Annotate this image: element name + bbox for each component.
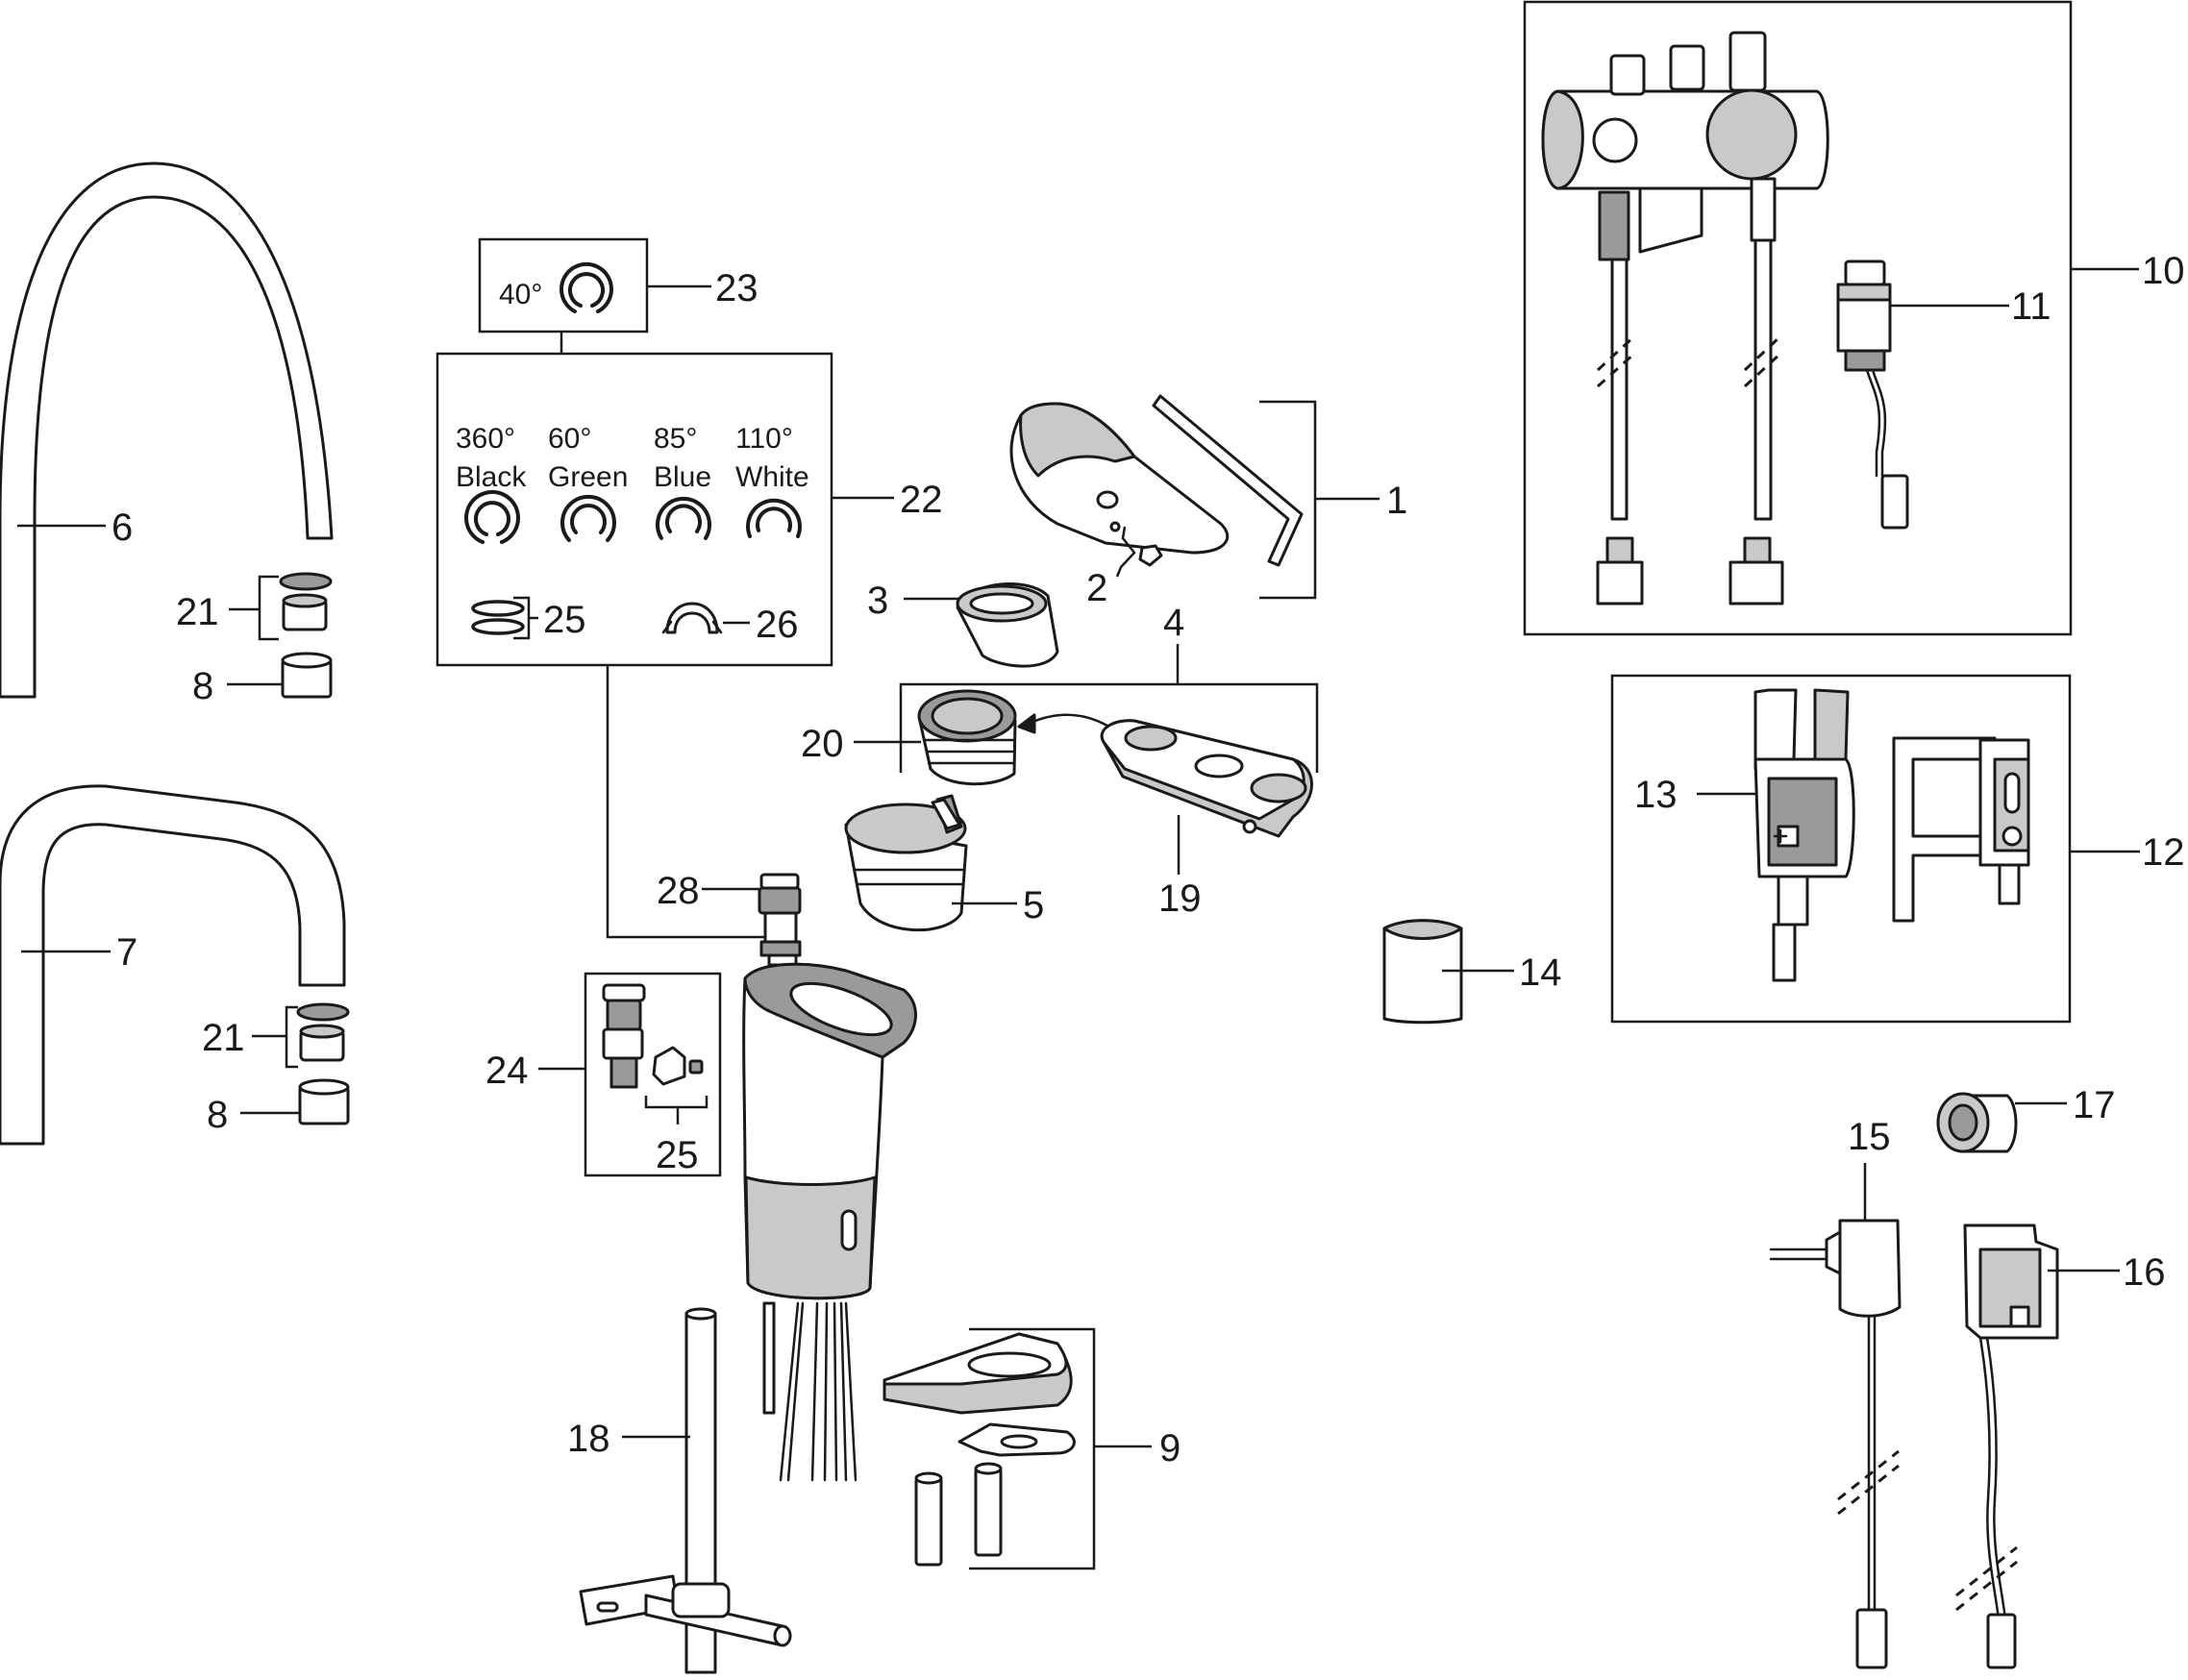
valve-block-10-box <box>1523 0 2073 636</box>
callout-28: 28 <box>657 870 700 912</box>
clip-24 <box>652 1046 704 1086</box>
faucet-body <box>742 962 917 1482</box>
aerator-8-top <box>281 652 333 699</box>
callout-26: 26 <box>756 604 799 646</box>
callout-15: 15 <box>1848 1116 1891 1158</box>
callout-9: 9 <box>1159 1427 1181 1470</box>
lever-handle-1 <box>1009 402 1230 555</box>
ring-opt-4-icon <box>746 498 802 538</box>
callout-10: 10 <box>2142 250 2185 292</box>
callout-20: 20 <box>801 723 844 765</box>
callout-17: 17 <box>2073 1084 2116 1126</box>
ring-opt-1-angle: 360° <box>456 423 515 455</box>
callout-3: 3 <box>867 580 888 622</box>
callout-21-bottom: 21 <box>202 1017 245 1059</box>
aerator-parts-21-bottom <box>296 1002 350 1062</box>
callout-23: 23 <box>715 267 758 309</box>
valve-stem-24 <box>602 983 646 1089</box>
callout-19: 19 <box>1158 877 1202 920</box>
gland-nut-17 <box>1936 1092 2018 1153</box>
callout-1: 1 <box>1386 480 1407 522</box>
ring-opt-3-icon <box>656 496 711 540</box>
valve-block-10 <box>1541 31 1829 605</box>
cap-3 <box>956 582 1059 668</box>
grub-screw-2 <box>1109 521 1163 567</box>
sensor-module-13 <box>1753 688 1855 982</box>
ring-opt-2-icon <box>560 494 616 542</box>
o-rings-25-box <box>471 600 525 635</box>
solenoid-11 <box>1836 259 1909 530</box>
callout-16: 16 <box>2123 1251 2166 1294</box>
callout-11: 11 <box>2011 285 2051 328</box>
callout-8-top: 8 <box>192 665 213 707</box>
threaded-nut-20 <box>917 689 1017 786</box>
ring-40-icon <box>559 262 613 313</box>
callout-7: 7 <box>116 931 137 974</box>
valve-stem-28 <box>758 873 802 967</box>
aerator-8-bottom <box>298 1078 350 1125</box>
spout-7-square <box>0 784 346 1146</box>
callout-6: 6 <box>112 506 133 549</box>
connector-module-16 <box>1955 1223 2059 1669</box>
callout-2: 2 <box>1086 567 1107 609</box>
cover-14 <box>1382 919 1463 1025</box>
valve-kit-24-box <box>584 972 722 1177</box>
threaded-rod-18 <box>579 1307 792 1674</box>
ring-opt-4-angle: 110° <box>735 423 793 455</box>
callout-24: 24 <box>485 1050 529 1092</box>
ring-opt-3-angle: 85° <box>654 423 697 455</box>
horseshoe-washer-9 <box>957 1422 1076 1457</box>
electronics-12-box <box>1610 674 2072 1024</box>
housing-12 <box>1892 736 2030 923</box>
ring-opt-2-angle: 60° <box>548 423 591 455</box>
callout-18: 18 <box>567 1418 610 1460</box>
callout-13: 13 <box>1634 774 1678 816</box>
ring-40-angle: 40° <box>499 279 542 310</box>
spout-6-round <box>0 161 334 699</box>
sleeves-9 <box>914 1462 1003 1567</box>
mounting-plate-9 <box>883 1332 1073 1415</box>
callout-25-box: 25 <box>543 599 586 641</box>
clip-26 <box>661 602 723 634</box>
cartridge-5 <box>844 794 968 932</box>
allen-key-1 <box>1152 394 1304 567</box>
callout-25-kit: 25 <box>656 1134 699 1176</box>
callout-12: 12 <box>2142 831 2185 874</box>
callout-5: 5 <box>1023 884 1044 926</box>
ring-opt-2-color: Green <box>548 461 628 493</box>
ring-opt-4-color: White <box>735 461 809 493</box>
ring-opt-1-color: Black <box>456 461 527 493</box>
ring-options-box <box>435 352 833 667</box>
callout-8-bottom: 8 <box>207 1094 228 1136</box>
ring-opt-1-icon <box>464 490 520 544</box>
power-supply-15 <box>1769 1219 1902 1669</box>
callout-21-top: 21 <box>176 591 219 633</box>
callout-4: 4 <box>1163 602 1184 644</box>
key-plate-19 <box>1100 719 1313 838</box>
ring-opt-3-color: Blue <box>654 461 711 493</box>
callout-22: 22 <box>900 479 943 521</box>
callout-14: 14 <box>1519 951 1562 994</box>
aerator-parts-21-top <box>279 572 333 631</box>
